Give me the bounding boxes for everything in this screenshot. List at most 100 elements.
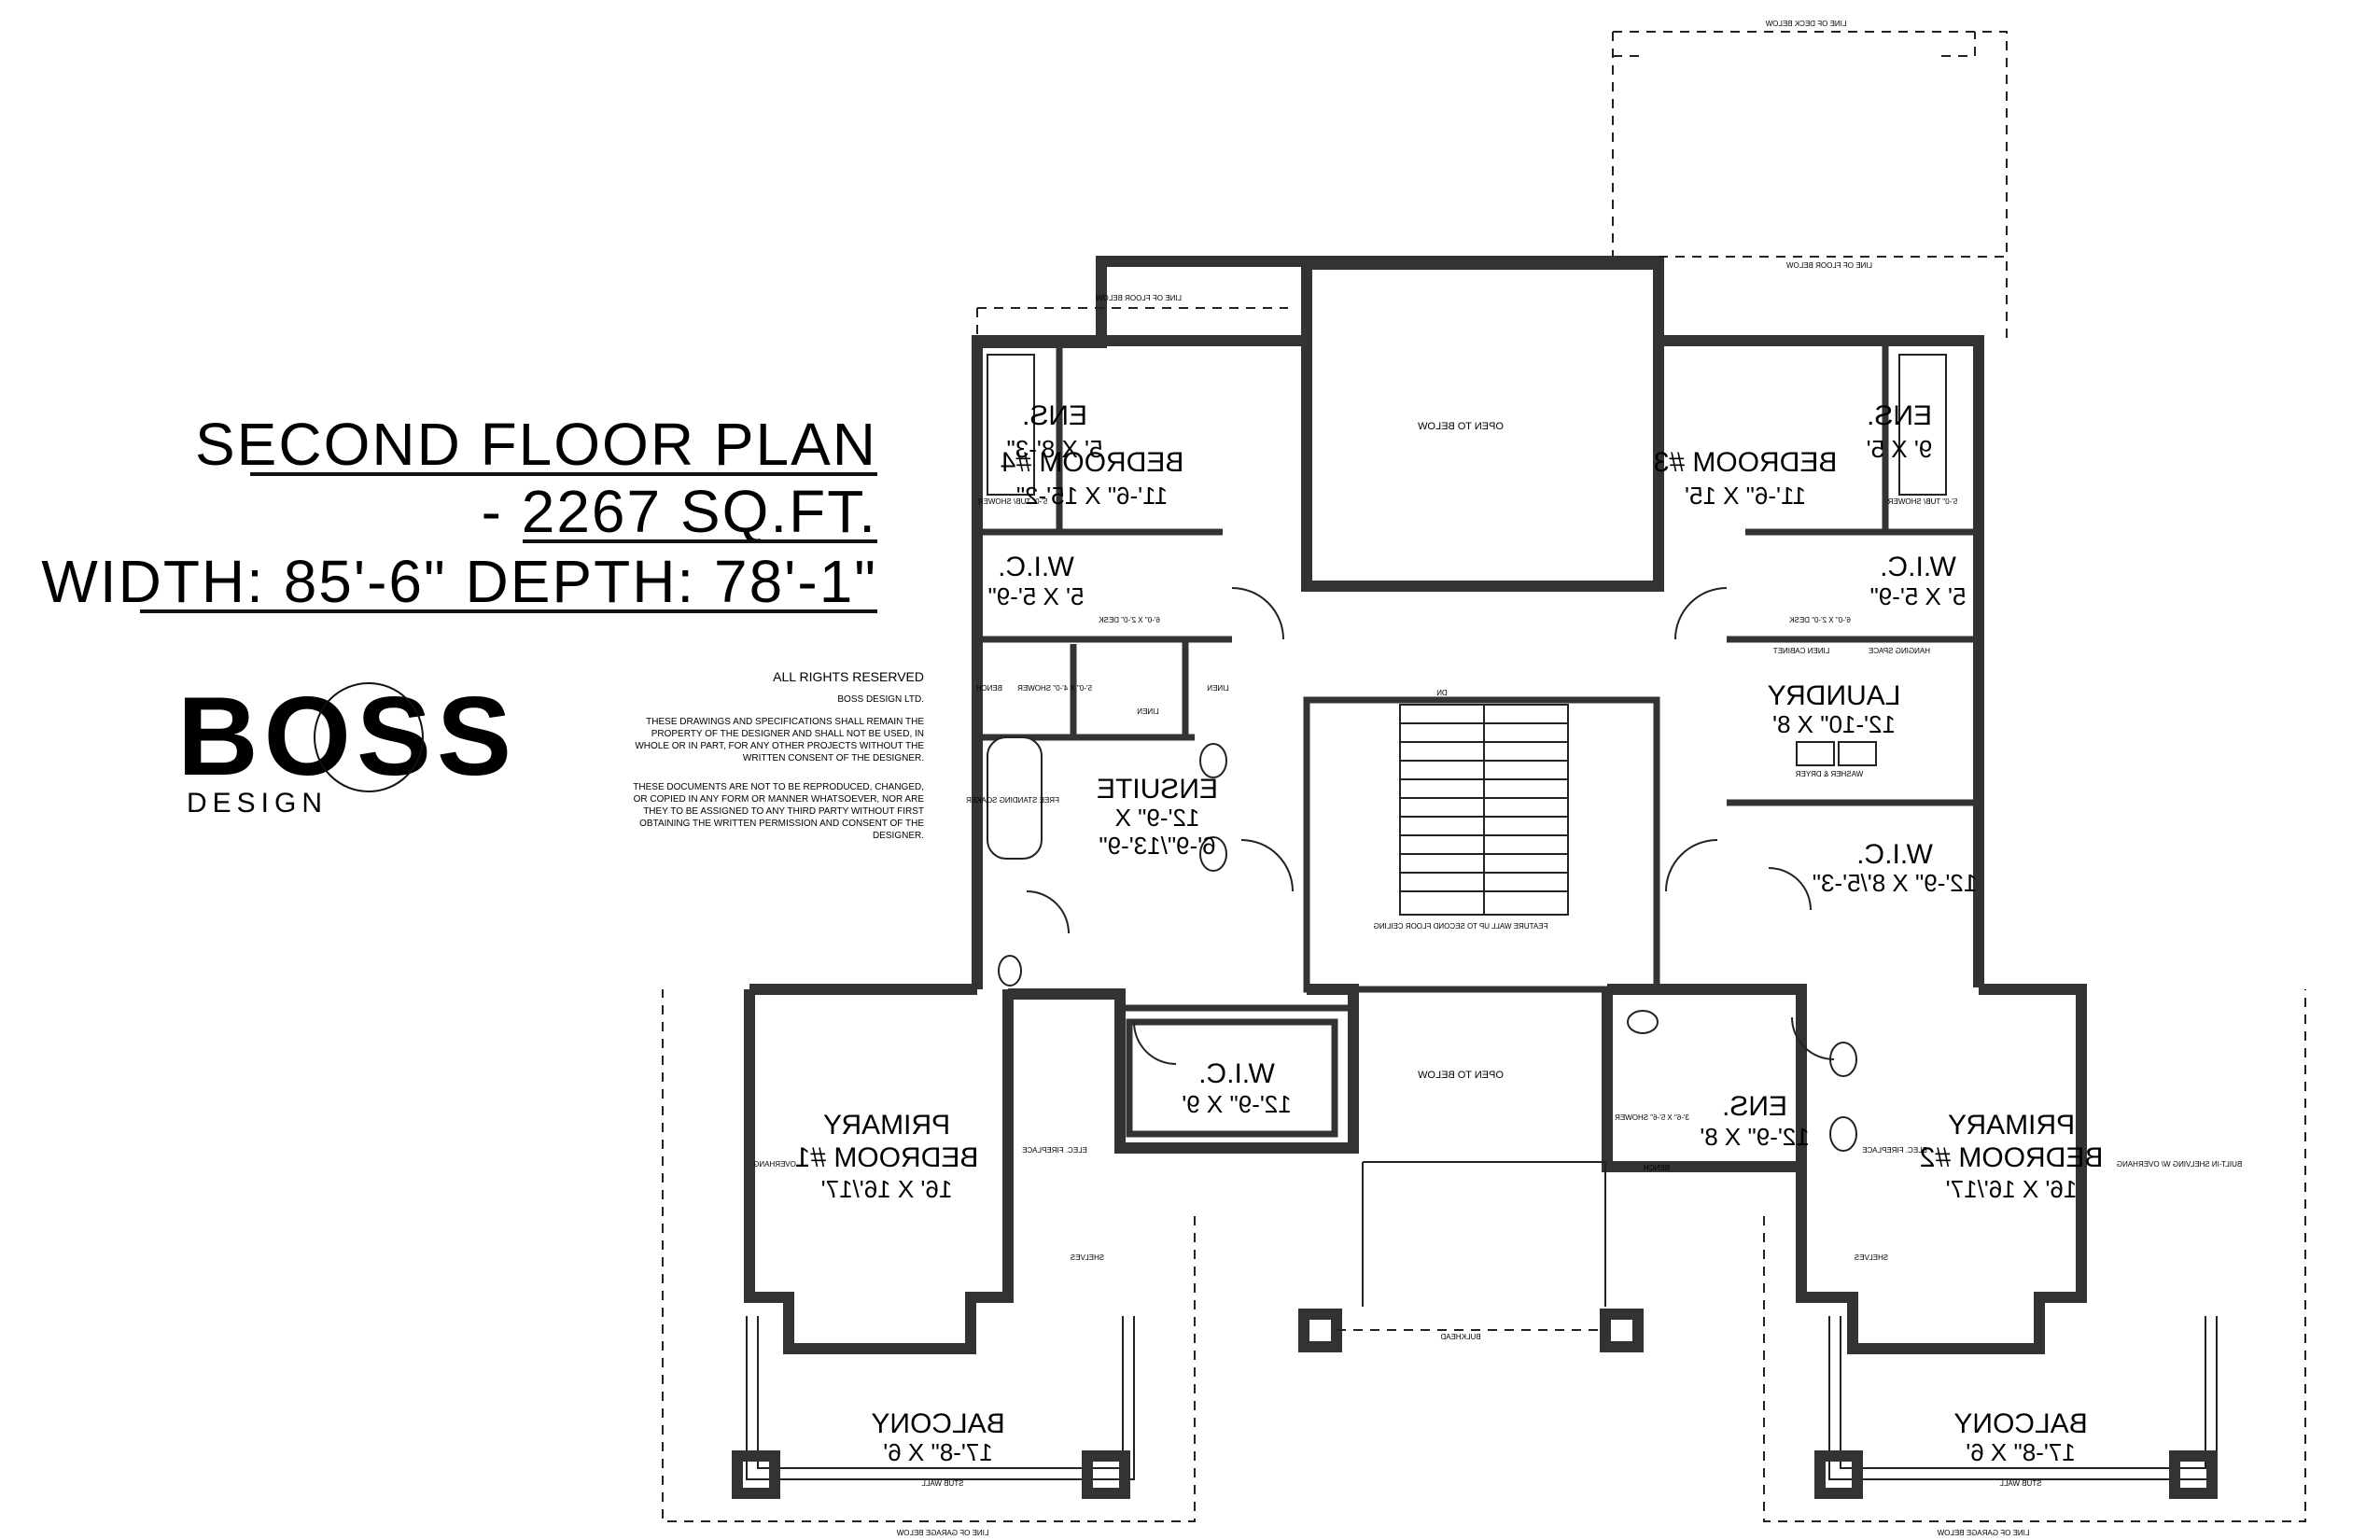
note-linen-a: LINEN <box>1137 707 1159 716</box>
wic-left-dim: 5' X 5'-9" <box>988 582 1085 610</box>
note-bench-b: BENCH <box>1644 1164 1670 1172</box>
note-dn: DN <box>1436 689 1448 697</box>
rights-para1-line3: WHOLE OR IN PART, FOR ANY OTHER PROJECTS… <box>635 741 924 751</box>
ens-center-dim: 12'-9" X 8' <box>1700 1123 1809 1151</box>
balcony-right-name: BALCONY <box>1953 1408 2087 1439</box>
logo-sub: DESIGN <box>187 788 328 819</box>
primary2-name2: BEDROOM #2 <box>1920 1142 2104 1173</box>
bedroom3-name: BEDROOM #3 <box>1654 447 1838 478</box>
rights-para1-line2: PROPERTY OF THE DESIGNER AND SHALL NOT B… <box>651 729 924 739</box>
company-logo: BOSS DESIGN <box>177 674 517 819</box>
wic-right-dim: 5' X 5'-9" <box>1870 582 1967 610</box>
plan-title-line3: WIDTH: 85'-6" DEPTH: 78'-1" <box>41 548 877 615</box>
rights-block: ALL RIGHTS RESERVED BOSS DESIGN LTD. THE… <box>633 669 924 841</box>
balcony-right-dim: 17'-8" X 6' <box>1966 1438 2075 1466</box>
note-bulkhead: BULKHEAD <box>1440 1333 1480 1341</box>
primary1-dim: 16' X 16'/17' <box>821 1175 953 1203</box>
wic-center-name: W.I.C. <box>1198 1058 1275 1089</box>
rights-para2-line1: THESE DOCUMENTS ARE NOT TO BE REPRODUCED… <box>633 782 924 792</box>
note-fireplace-a: ELEC. FIREPLACE <box>1022 1146 1087 1155</box>
ens-left-dim: 5' X 8'-3" <box>1007 435 1103 463</box>
wic-center-dim: 12'-9" X 9' <box>1182 1090 1291 1118</box>
bedroom3-dim: 11'-6" X 15' <box>1685 482 1806 510</box>
rights-company: BOSS DESIGN LTD. <box>837 694 924 705</box>
toilet-center <box>1627 1010 1659 1034</box>
note-tub-b: 5'-0" TUB/ SHOWER <box>1888 497 1958 506</box>
rights-para2-line4: OBTAINING THE WRITTEN PERMISSION AND CON… <box>639 819 924 829</box>
note-line-floor-b: LINE OF FLOOR BELOW <box>1786 261 1872 270</box>
note-line-deck: LINE OF DECK BELOW <box>1765 20 1846 28</box>
ensuite-dim2: 6'-9"/13'-9" <box>1099 832 1215 860</box>
note-open-center: OPEN TO BELOW <box>1417 1070 1504 1081</box>
rights-para1-line4: WRITTEN CONSENT OF THE DESIGNER. <box>743 753 924 763</box>
note-fireplace-b: ELEC. FIREPLACE <box>1862 1146 1927 1155</box>
note-soaker-tub: FREE STANDING SOAKER <box>966 796 1059 805</box>
note-shelves-a: SHELVES <box>1071 1253 1104 1262</box>
plan-title-block: SECOND FLOOR PLAN - 2267 SQ.FT. WIDTH: 8… <box>41 411 877 615</box>
note-bench-a: BENCH <box>976 684 1002 693</box>
rights-para2-line2: OR COPIED IN ANY FORM OR MANNER WHATSOEV… <box>634 794 925 805</box>
wic-large-dim: 12'-9" X 8'/5'-3" <box>1813 869 1977 897</box>
rights-para2-line5: DESIGNER. <box>873 831 924 841</box>
bedroom4-name: BEDROOM #4 <box>1001 447 1184 478</box>
plan-notes: OPEN TO BELOW OPEN TO BELOW LINE OF DECK… <box>753 20 2242 1537</box>
washer <box>1796 741 1835 766</box>
primary2-dim: 16' X 16'/17' <box>1946 1175 2078 1203</box>
note-shelves-b: SHELVES <box>1855 1253 1888 1262</box>
wic-large-name: W.I.C. <box>1856 839 1933 870</box>
soaker-tub <box>987 736 1043 860</box>
dryer <box>1838 741 1877 766</box>
plan-doors <box>1026 587 1835 1065</box>
balcony-left-name: BALCONY <box>871 1408 1004 1439</box>
primary2-name1: PRIMARY <box>1948 1110 2075 1141</box>
tub-right <box>1898 354 1947 496</box>
note-shower-a: 5'-0" X 4'-0" SHOWER <box>1017 684 1092 693</box>
note-open-top: OPEN TO BELOW <box>1417 421 1504 432</box>
sink-1 <box>1199 743 1227 778</box>
rights-heading: ALL RIGHTS RESERVED <box>773 669 924 684</box>
note-window-overhang: BUILT-IN SHELVING W/ OVERHANG <box>2117 1160 2242 1169</box>
ens-center-name: ENS. <box>1722 1091 1787 1122</box>
bedroom4-dim: 11'-6" X 15'-2" <box>1016 482 1168 510</box>
rights-para2-line3: THEY TO BE ASSIGNED TO ANY THIRD PARTY W… <box>643 806 924 817</box>
note-feature-wall: FEATURE WALL UP TO SECOND FLOOR CEILING <box>1374 922 1548 931</box>
tub-left <box>987 354 1035 496</box>
balcony-left-dim: 17'-8" X 6' <box>883 1438 992 1466</box>
toilet-left <box>998 955 1022 987</box>
plan-fixtures <box>987 354 1947 1152</box>
plan-title-line1: SECOND FLOOR PLAN <box>195 411 877 478</box>
note-desk-b: 6'-0" X 2'-0" DESK <box>1789 616 1851 624</box>
laundry-dim: 12'-10" X 8' <box>1772 710 1896 738</box>
sink-4 <box>1829 1116 1857 1152</box>
note-overhang: OVERHANG <box>753 1160 796 1169</box>
sink-2 <box>1199 836 1227 872</box>
ens-right-name: ENS. <box>1867 400 1932 431</box>
wic-right-name: W.I.C. <box>1880 552 1956 582</box>
primary1-name1: PRIMARY <box>823 1110 950 1141</box>
note-tub-a: 5'-0" TUB/ SHOWER <box>978 497 1048 506</box>
ensuite-dim1: 12'-9" X <box>1115 804 1200 832</box>
note-linen-cabinet: LINEN CABINET <box>1773 647 1830 655</box>
primary1-name2: BEDROOM #1 <box>795 1142 979 1173</box>
note-linen-b: LINEN <box>1207 684 1229 693</box>
note-line-floor-a: LINE OF FLOOR BELOW <box>1096 294 1182 302</box>
note-stub-wall-b: STUB WALL <box>1999 1479 2042 1488</box>
wic-left-name: W.I.C. <box>998 552 1074 582</box>
room-labels: BEDROOM #4 11'-6" X 15'-2" BEDROOM #3 11… <box>795 400 2104 1466</box>
logo-mark: BOSS <box>177 674 517 799</box>
laundry-name: LAUNDRY <box>1768 680 1901 711</box>
note-washer-dryer: WASHER & DRYER <box>1796 770 1864 778</box>
plan-title-line2: - 2267 SQ.FT. <box>482 478 877 545</box>
note-hanging-space: HANGING SPACE <box>1869 647 1930 655</box>
rights-para1-line1: THESE DRAWINGS AND SPECIFICATIONS SHALL … <box>646 717 924 727</box>
note-stub-wall-a: STUB WALL <box>921 1479 964 1488</box>
note-line-garage-a: LINE OF GARAGE BELOW <box>896 1529 988 1537</box>
plan-walls <box>662 31 2306 1522</box>
note-line-garage-b: LINE OF GARAGE BELOW <box>1937 1529 2029 1537</box>
note-shower-b: 3'-6" X 5'-6" SHOWER <box>1615 1113 1689 1122</box>
ensuite-name: ENSUITE <box>1097 774 1218 805</box>
ens-left-name: ENS. <box>1022 400 1087 431</box>
ens-right-dim: 9' X 5' <box>1867 435 1933 463</box>
